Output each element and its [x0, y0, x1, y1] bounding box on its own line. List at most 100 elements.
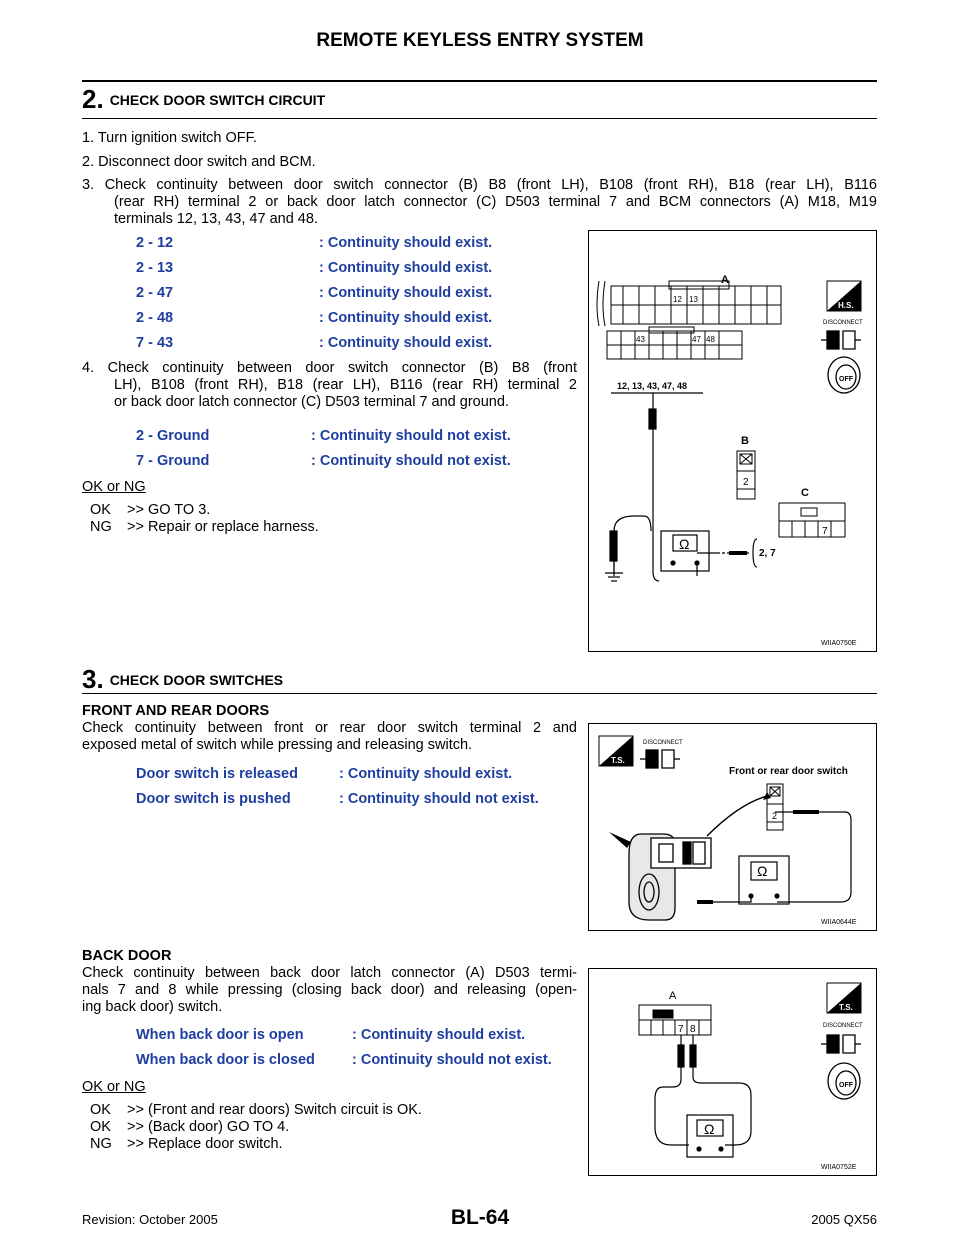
- pin-label: 43: [636, 335, 645, 344]
- connector-a-label: A: [669, 990, 677, 1002]
- spec-list: 2 - Ground : Continuity should not exist.…: [136, 428, 511, 478]
- spec-row: Door switch is released: Continuity shou…: [136, 766, 539, 791]
- result-code: NG: [90, 519, 112, 535]
- ts-badge-label: T.S.: [839, 1003, 853, 1012]
- figure-back-door-latch-check: A 7 8 Ω T.S. D: [588, 968, 877, 1176]
- ohm-symbol: Ω: [704, 1121, 714, 1137]
- spec-term: 2 - 13: [136, 260, 174, 276]
- step-title: CHECK DOOR SWITCH CIRCUIT: [109, 92, 326, 108]
- hs-badge-icon: [826, 280, 862, 312]
- spec-list: 2 - 12: Continuity should exist. 2 - 13:…: [136, 235, 492, 360]
- step-2-item-1: 1. Turn ignition switch OFF.: [82, 130, 257, 146]
- probe-label: 2, 7: [759, 548, 776, 559]
- spec-term: 2 - 48: [136, 310, 174, 326]
- item-line: terminals 12, 13, 43, 47 and 48.: [114, 211, 318, 227]
- spec-row: 2 - 12: Continuity should exist.: [136, 235, 492, 260]
- item-line: (rear RH) terminal 2 or back door latch …: [114, 194, 877, 210]
- item-line: ing back door) switch.: [82, 999, 223, 1015]
- spec-term: 2 - 12: [136, 235, 174, 251]
- ohm-symbol: Ω: [757, 863, 767, 879]
- result-text: >> (Front and rear doors) Switch circuit…: [127, 1102, 422, 1118]
- figure-door-switch-check: T.S. DISCONNECT Front or rear door switc…: [588, 723, 877, 931]
- result-row: NG >> Repair or replace harness.: [90, 519, 319, 536]
- spec-term: 2 - Ground: [136, 428, 210, 444]
- pin-label: 13: [689, 295, 698, 304]
- disconnect-label: DISCONNECT: [823, 1023, 863, 1029]
- door-switch-icon: [628, 833, 712, 921]
- item-line: exposed metal of switch while pressing a…: [82, 737, 473, 753]
- item-line: Check continuity between back door latch…: [82, 965, 577, 981]
- result-row: OK>> GO TO 3.: [90, 502, 319, 519]
- spec-term: When back door is open: [136, 1027, 304, 1043]
- disconnect-label: DISCONNECT: [823, 320, 863, 326]
- spec-row: 2 - 48 : Continuity should exist.: [136, 310, 492, 335]
- off-label: OFF: [839, 376, 854, 383]
- disconnect-icon: [821, 330, 861, 350]
- connector-a-label: A: [721, 274, 729, 286]
- spec-term: When back door is closed: [136, 1052, 315, 1068]
- spec-result: : Continuity should exist.: [319, 335, 493, 351]
- connector-b-label: B: [741, 435, 749, 447]
- result-text: >> (Back door) GO TO 4.: [127, 1119, 290, 1135]
- curve-arrow-icon: [706, 795, 768, 837]
- spec-row: Door switch is pushed: Continuity should…: [136, 791, 539, 816]
- spec-row: When back door is closed : Continuity sho…: [136, 1052, 552, 1077]
- ohmmeter-icon: [660, 530, 758, 576]
- probe-wire-icon: [609, 392, 703, 582]
- page-title: REMOTE KEYLESS ENTRY SYSTEM: [316, 30, 644, 51]
- spec-row: 7 - 43 : Continuity should exist.: [136, 335, 492, 360]
- ohmmeter-icon: [697, 810, 852, 905]
- step-number: 3.: [82, 664, 104, 694]
- step-2-item-3: 3. Check continuity between door switch …: [82, 177, 877, 228]
- off-label: OFF: [839, 1082, 854, 1089]
- arrowhead-icon: [763, 792, 771, 800]
- ohm-symbol: Ω: [679, 536, 689, 552]
- spec-result: : Continuity should exist.: [319, 260, 493, 276]
- connector-a-icon: [596, 280, 782, 360]
- footer-page-number: BL-64: [450, 1206, 510, 1229]
- probe-wire-icon: [654, 1035, 752, 1146]
- step-rule: [82, 118, 877, 119]
- footer-model: 2005 QX56: [811, 1212, 877, 1227]
- spec-result: : Continuity should not exist.: [311, 453, 511, 469]
- spec-term: 7 - 43: [136, 335, 174, 351]
- disconnect-label: DISCONNECT: [643, 740, 683, 746]
- subheading-front-rear: FRONT AND REAR DOORS: [82, 703, 270, 719]
- result-code: OK: [90, 1102, 111, 1118]
- spec-term: 7 - Ground: [136, 453, 210, 469]
- pin-label: 12: [673, 295, 682, 304]
- spec-list: Door switch is released: Continuity shou…: [136, 766, 539, 816]
- ok-or-ng-heading: OK or NG: [82, 1079, 146, 1095]
- switch-caption: Front or rear door switch: [729, 766, 848, 777]
- latch-connector-icon: [638, 1004, 712, 1036]
- spec-result: : Continuity should not exist.: [339, 791, 539, 807]
- push-arrow-icon: [609, 832, 631, 848]
- spec-row: 7 - Ground : Continuity should not exist.: [136, 453, 511, 478]
- item-line: nals 7 and 8 while pressing (closing bac…: [82, 982, 577, 998]
- step-number: 2.: [82, 84, 104, 114]
- hs-badge-label: H.S.: [838, 301, 854, 310]
- step-2-heading: 2. CHECK DOOR SWITCH CIRCUIT: [82, 84, 325, 115]
- ignition-off-icon: [827, 1062, 861, 1100]
- ts-badge-icon: [598, 735, 634, 767]
- step-2-item-4: 4. Check continuity between door switch …: [82, 360, 577, 411]
- spec-result: : Continuity should not exist.: [352, 1052, 552, 1068]
- spec-result: : Continuity should exist.: [339, 766, 513, 782]
- wire-label: 12, 13, 43, 47, 48: [617, 381, 687, 391]
- pin-label: 2: [772, 811, 777, 821]
- spec-result: : Continuity should exist.: [319, 285, 493, 301]
- result-code: OK: [90, 1119, 111, 1135]
- figure-code: WIIA0644E: [821, 919, 857, 926]
- ignition-off-icon: [827, 356, 861, 394]
- door-switch-diagram: T.S. DISCONNECT Front or rear door switc…: [598, 735, 857, 926]
- ts-badge-icon: [826, 982, 862, 1014]
- item-line: 4. Check continuity between door switch …: [82, 360, 577, 376]
- disconnect-icon: [821, 1034, 861, 1054]
- result-code: NG: [90, 1136, 112, 1152]
- spec-result: : Continuity should exist.: [352, 1027, 526, 1043]
- result-text: >> Repair or replace harness.: [127, 519, 319, 535]
- result-list: OK>> GO TO 3. NG >> Repair or replace har…: [90, 502, 319, 536]
- ohmmeter-icon: [686, 1114, 734, 1158]
- spec-result: : Continuity should exist.: [319, 310, 493, 326]
- spec-row: 2 - 13 : Continuity should exist.: [136, 260, 492, 285]
